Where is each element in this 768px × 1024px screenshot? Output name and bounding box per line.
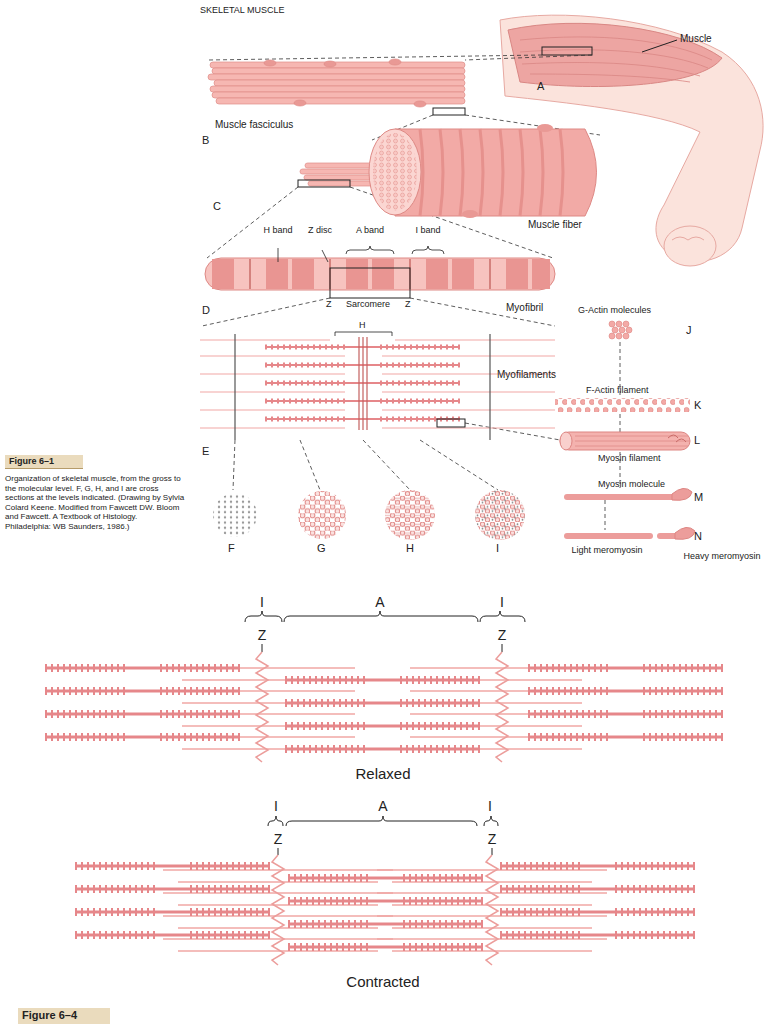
figure-number: Figure 6–1 [9,456,79,466]
band-letter: A [370,595,390,610]
band-name: A band [355,226,385,236]
molecule-drawings [555,321,695,539]
panel-letter: K [694,399,701,411]
panel-letter: N [694,530,702,542]
z-letter: Z [268,832,288,847]
myofibril-drawing [205,246,555,298]
part-name: Myosin molecule [598,480,665,490]
panel-letter: A [537,80,544,92]
part-name: Sarcomere [346,300,390,310]
figure-title: SKELETAL MUSCLE [200,6,285,16]
band-letter: I [266,799,286,814]
cross-sections [213,490,525,540]
part-name: Muscle [680,33,712,44]
part-name: G-Actin molecules [578,306,651,316]
figure-caption: Organization of skeletal muscle, from th… [5,474,185,532]
part-name: Myosin filament [598,454,661,464]
figure-number-tab: Figure 6–4 [18,1008,110,1024]
band-letter: A [373,799,393,814]
panel-letter: L [694,434,700,446]
part-name: Myofibril [506,302,543,313]
panel-letter: F [228,542,235,554]
panel-letter: B [202,134,209,146]
panel-letter: I [496,542,499,554]
part-name: Light meromyosin [571,546,643,556]
part-name: Muscle fiber [528,219,582,230]
part-name: F-Actin filament [586,386,649,396]
z-letter: Z [326,300,332,310]
z-letter: Z [492,628,512,643]
panel-letter: D [202,304,210,316]
relaxed-sarcomere [45,611,723,762]
state-label: Relaxed [323,766,443,783]
band-name: I band [413,226,443,236]
part-name: Myofilaments [497,369,556,380]
myofilament-drawing [200,332,555,440]
z-letter: Z [482,832,502,847]
panel-letter: J [686,324,692,336]
state-label: Contracted [313,974,453,991]
panel-letter: E [202,445,209,457]
muscle-fiber-drawing [298,124,597,218]
contracted-sarcomere [75,816,695,965]
figure-number: Figure 6–4 [22,1009,106,1021]
panel-letter: M [694,491,703,503]
band-letter: I [252,595,272,610]
panel-letter: G [317,542,326,554]
part-name: Heavy meromyosin [683,552,761,562]
band-letter: I [480,799,500,814]
band-letter: I [492,595,512,610]
zoom-lines [202,55,620,530]
panel-letter: C [213,200,221,212]
panel-letter: H [406,542,414,554]
part-name: Muscle fasciculus [215,119,293,130]
fasciculus-drawing [208,59,465,115]
band-name: H band [263,226,293,236]
band-name: H [359,321,366,331]
z-letter: Z [252,628,272,643]
figure-number-tab: Figure 6–1 [5,455,83,469]
z-letter: Z [405,300,411,310]
band-name: Z disc [305,226,335,236]
